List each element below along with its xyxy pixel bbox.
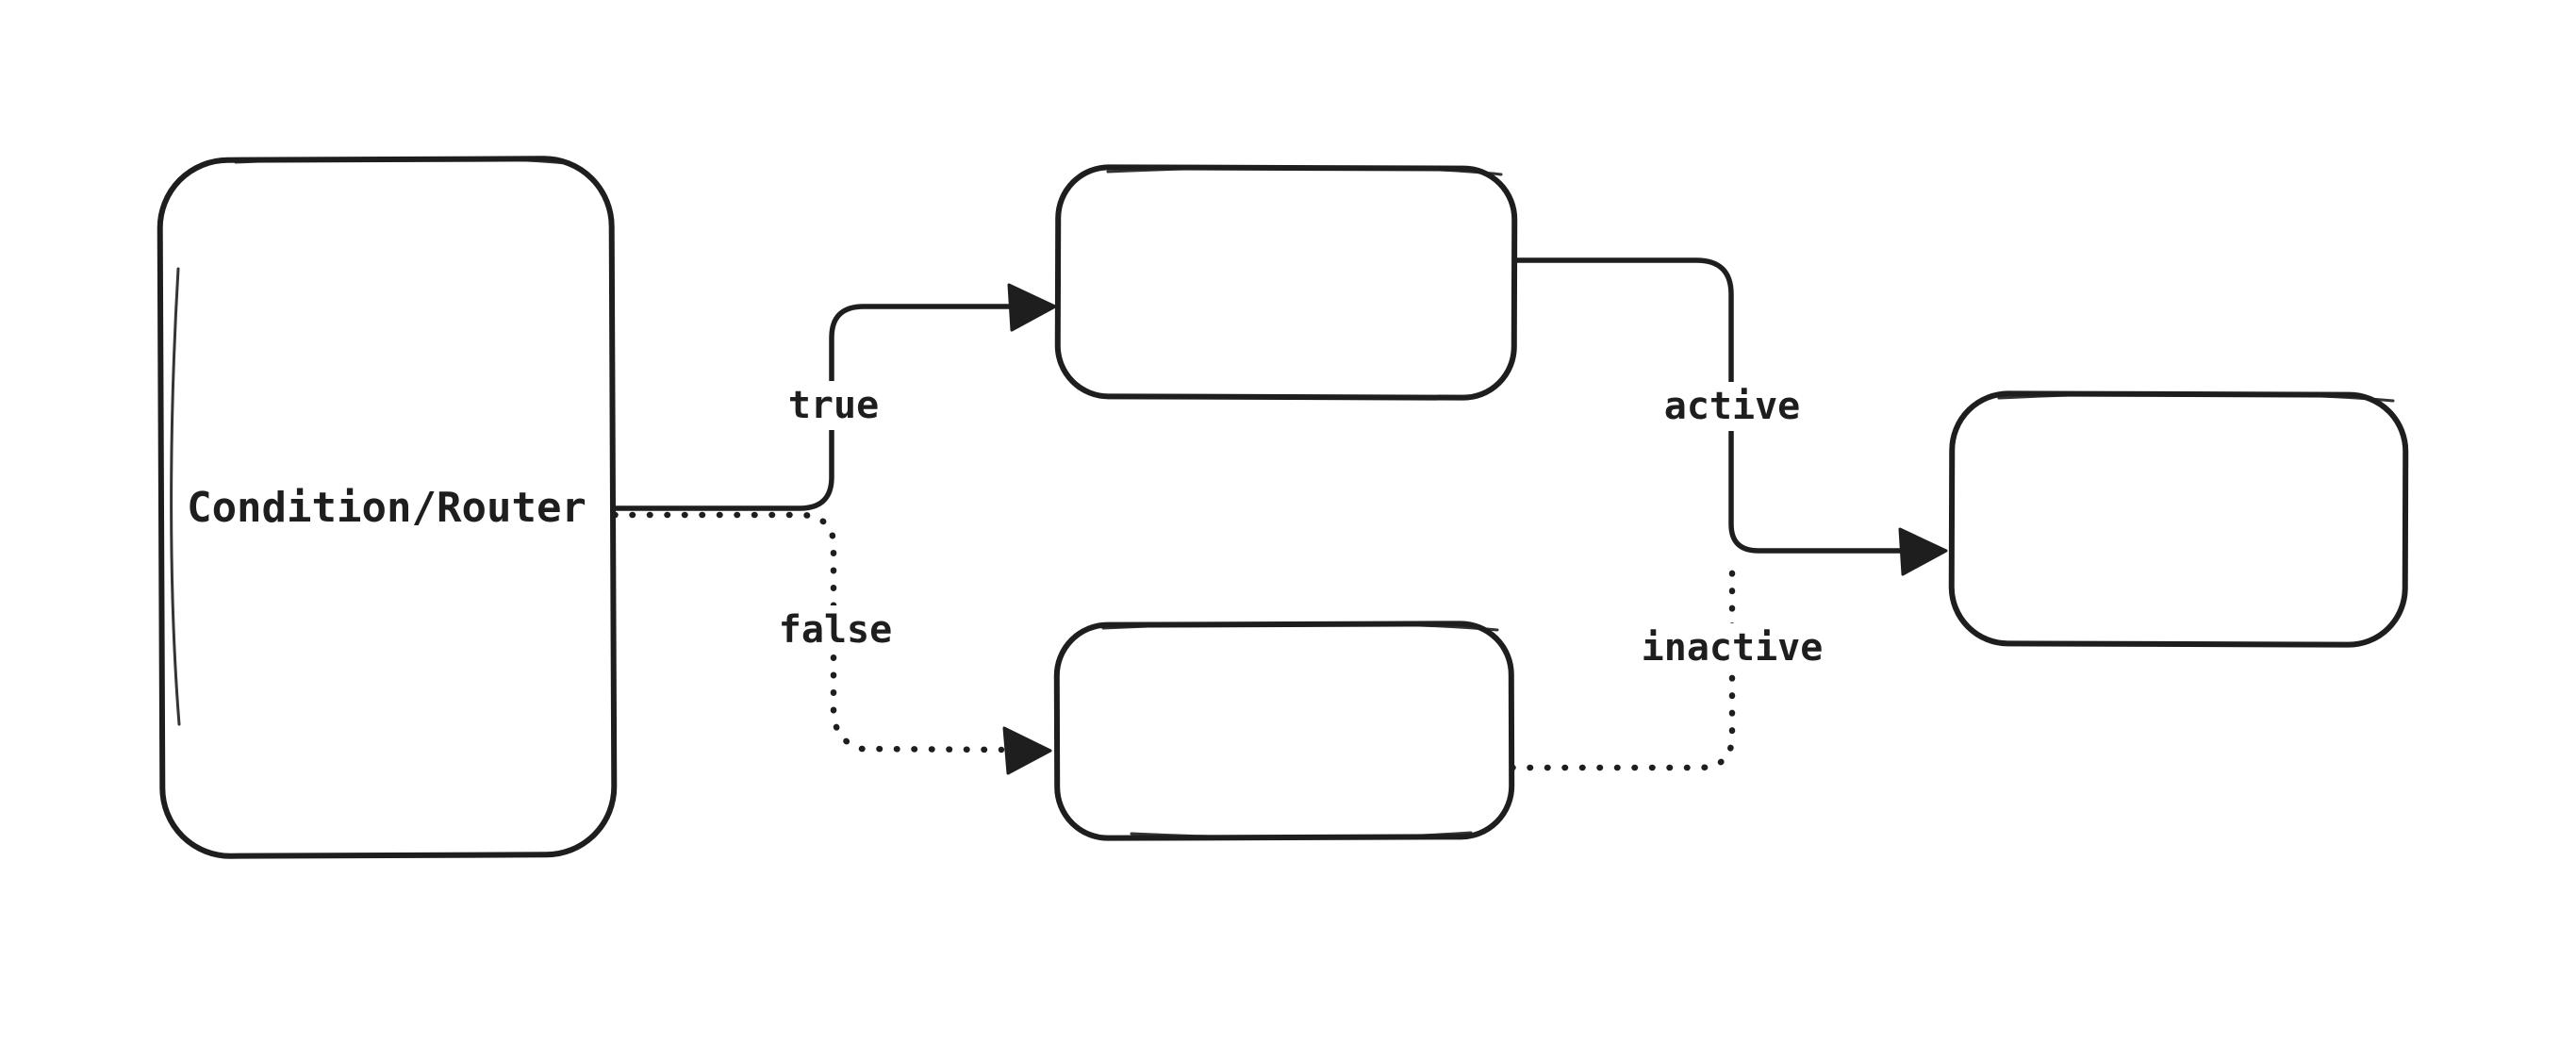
- inactive-edge-label: inactive: [1629, 623, 1835, 672]
- false-arrowhead-icon: [1002, 726, 1052, 775]
- false-branch-node[interactable]: [1053, 621, 1515, 841]
- condition-router-label: Condition/Router: [187, 483, 586, 532]
- active-edge[interactable]: [1514, 257, 1904, 554]
- true-arrowhead-icon: [1007, 283, 1057, 332]
- false-edge-label: false: [767, 605, 904, 654]
- active-arrowhead-icon: [1898, 527, 1948, 576]
- true-branch-node[interactable]: [1054, 164, 1518, 401]
- active-edge-label: active: [1652, 382, 1812, 431]
- condition-router-node[interactable]: [157, 156, 618, 859]
- true-edge-label: true: [776, 381, 891, 430]
- result-node[interactable]: [1948, 390, 2409, 648]
